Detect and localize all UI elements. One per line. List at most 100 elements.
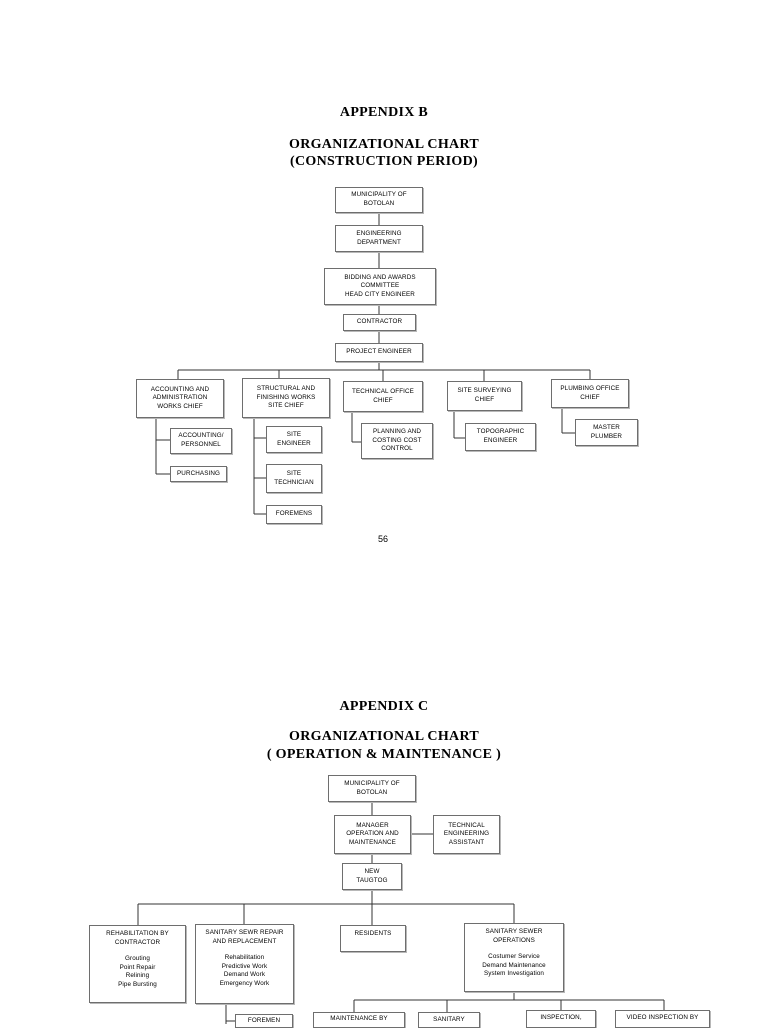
node-c-rehab-items: Grouting Point Repair Relining Pipe Burs… [118,955,157,989]
node-c-rehab-item: Grouting [125,955,150,963]
node-c-manager-line1: MANAGER [356,821,389,829]
node-c-sanitary-repair-replacement: SANITARY SEWR REPAIR AND REPLACEMENT Reh… [195,924,294,1004]
node-c-video-inspection-line1: VIDEO INSPECTION BY [626,1014,699,1021]
node-purchasing: PURCHASING [170,466,227,482]
node-c-sanitary-line1: SANITARY [433,1016,465,1023]
node-c-rehab-head-line1: REHABILITATION BY [106,930,169,937]
node-c-municipality: MUNICIPALITY OF BOTOLAN [328,775,416,802]
node-plumbing-office-chief: PLUMBING OFFICE CHIEF [551,379,629,408]
node-c-operations-item: Demand Maintenance [482,961,546,969]
node-bac-line3: HEAD CITY ENGINEER [345,290,415,298]
appendix-b-label: APPENDIX B [339,105,429,120]
node-plumbing-chief-line2: CHIEF [580,393,600,401]
node-planning-costing-control: PLANNING AND COSTING COST CONTROL [361,423,433,459]
node-c-manager-operation: MANAGER OPERATION AND MAINTENANCE [334,815,411,854]
node-plumbing-chief-line1: PLUMBING OFFICE [560,384,620,392]
node-bac-line1: BIDDING AND AWARDS [344,273,416,281]
node-planning-line1: PLANNING AND [372,428,422,436]
node-site-engineer-line2: ENGINEER [277,439,311,447]
node-accounting-personnel: ACCOUNTING/ PERSONNEL [170,428,232,454]
node-technical-chief-line1: TECHNICAL OFFICE [352,387,414,395]
node-c-rehab-item: Relining [125,972,150,980]
node-c-inspection: INSPECTION, [526,1010,596,1028]
node-c-operations-head-line1: SANITARY SEWER [485,928,543,935]
node-c-tech-assistant-line1: TECHNICAL [448,821,485,829]
node-c-maintenance-by: MAINTENANCE BY [313,1012,405,1028]
node-topographic-line1: TOPOGRAPHIC [476,428,525,436]
node-structural-chief-line1: STRUCTURAL AND [256,385,316,393]
node-master-plumber-line2: PLUMBER [590,432,623,440]
node-c-residents-line1: RESIDENTS [354,930,392,937]
node-engineering-department: ENGINEERING DEPARTMENT [335,225,423,252]
node-c-rehab-item: Pipe Bursting [118,980,157,988]
node-accounting-administration-chief: ACCOUNTING AND ADMINISTRATION WORKS CHIE… [136,379,224,418]
node-contractor: CONTRACTOR [343,314,416,331]
node-structural-chief-line2: FINISHING WORKS [256,393,316,401]
node-master-plumber: MASTER PLUMBER [575,419,638,446]
node-purchasing-line1: PURCHASING [177,469,220,477]
node-accounting-personnel-line2: PERSONNEL [181,441,221,448]
node-project-engineer: PROJECT ENGINEER [335,343,423,362]
node-c-manager-line2: OPERATION AND [346,830,399,838]
node-contractor-line1: CONTRACTOR [356,318,403,326]
appendix-b-title: ORGANIZATIONAL CHART [289,137,479,152]
node-c-maintenance-line1: MAINTENANCE BY [330,1015,388,1022]
node-surveying-chief-line2: CHIEF [474,396,495,403]
node-c-taugtog-line2: TAUGTOG [356,876,388,884]
node-c-tech-assistant-line3: ASSISTANT [448,838,485,846]
node-technical-chief-line2: CHIEF [373,396,393,404]
node-c-technical-engineering-assistant: TECHNICAL ENGINEERING ASSISTANT [433,815,500,854]
node-c-operations-head-line2: OPERATIONS [493,936,535,944]
node-c-rehab-item: Point Repair [119,963,156,971]
node-c-foremen: FOREMEN [235,1014,293,1028]
node-c-repair-items: Rehabilitation Predictive Work Demand Wo… [220,954,270,988]
node-c-taugtog-line1: NEW [364,867,380,875]
node-foremens: FOREMENS [266,505,322,524]
node-site-technician: SITE TECHNICIAN [266,464,322,493]
node-c-repair-item: Emergency Work [219,979,270,987]
node-structural-chief-line3: SITE CHIEF [268,402,304,410]
node-structural-finishing-chief: STRUCTURAL AND FINISHING WORKS SITE CHIE… [242,378,330,418]
node-accounting-chief-line2: ADMINISTRATION [152,394,208,402]
node-municipality: MUNICIPALITY OF BOTOLAN [335,187,423,213]
node-site-technician-line1: SITE [286,469,302,477]
node-site-surveying-chief: SITE SURVEYING CHIEF [447,381,522,411]
node-bidding-awards-committee: BIDDING AND AWARDS COMMITTEE HEAD CITY E… [324,268,436,305]
node-foremens-line1: FOREMENS [275,510,313,518]
node-c-rehab-head-line2: CONTRACTOR [114,938,161,946]
node-c-operations-item: Costumer Service [488,953,540,961]
appendix-c-subtitle: ( OPERATION & MAINTENANCE ) [266,747,502,762]
node-c-repair-item: Predictive Work [221,962,268,970]
node-c-repair-head-line1: SANITARY SEWR REPAIR [205,929,284,936]
node-accounting-personnel-line1: ACCOUNTING/ [178,432,224,440]
node-topographic-line2: ENGINEER [483,437,518,444]
node-c-residents: RESIDENTS [340,925,406,952]
node-bac-line2: COMMITTEE [360,282,400,290]
node-c-rehabilitation-contractor: REHABILITATION BY CONTRACTOR Grouting Po… [89,925,186,1003]
node-c-tech-assistant-line2: ENGINEERING [443,830,490,838]
node-c-repair-head-line2: AND REPLACEMENT [212,937,277,945]
node-topographic-engineer: TOPOGRAPHIC ENGINEER [465,423,536,451]
node-site-technician-line2: TECHNICIAN [274,478,314,486]
node-site-engineer: SITE ENGINEER [266,426,322,453]
node-c-repair-item: Demand Work [223,971,266,979]
appendix-b-subtitle: (CONSTRUCTION PERIOD) [290,154,478,169]
node-engineering-line2: DEPARTMENT [357,238,401,246]
node-c-foremen-line1: FOREMEN [247,1017,281,1024]
node-master-plumber-line1: MASTER [593,423,620,431]
node-c-repair-item: Rehabilitation [224,954,265,962]
node-c-inspection-line1: INSPECTION, [540,1014,582,1021]
node-c-video-inspection: VIDEO INSPECTION BY [615,1010,710,1028]
node-municipality-line2: BOTOLAN [363,200,395,207]
node-c-new-taugtog: NEW TAUGTOG [342,863,402,890]
node-planning-line2: COSTING COST [372,436,422,444]
node-c-manager-line3: MAINTENANCE [349,838,396,846]
appendix-c-title: ORGANIZATIONAL CHART [289,729,479,744]
node-surveying-chief-line1: SITE SURVEYING [457,387,512,395]
node-c-municipality-line2: BOTOLAN [356,788,388,796]
node-municipality-line1: MUNICIPALITY OF [351,191,407,199]
node-c-sanitary: SANITARY [418,1012,480,1028]
node-technical-office-chief: TECHNICAL OFFICE CHIEF [343,381,423,412]
node-c-operations-item: System Investigation [483,970,545,978]
